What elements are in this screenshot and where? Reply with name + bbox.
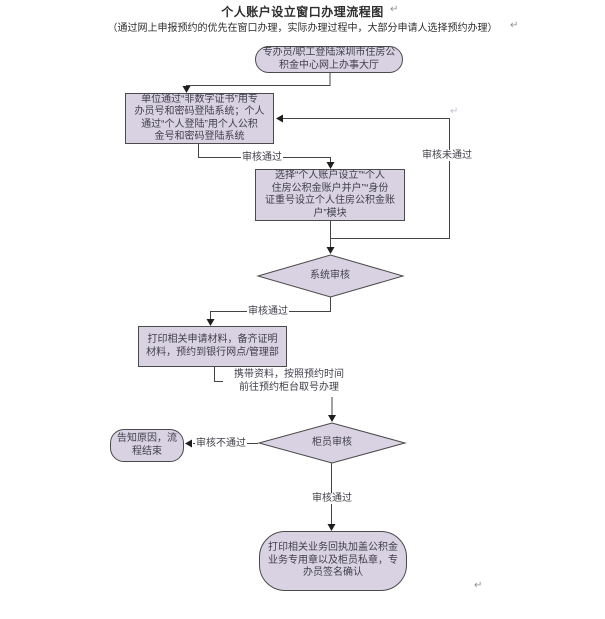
- teller-review-diamond: [257, 422, 407, 464]
- node-system-review-decision: 系统审核: [310, 270, 350, 281]
- edge-label-login-fail: 审核未通过: [421, 150, 473, 161]
- node-print-apply-process: 打印相关申请材料，备齐证明 材料，预约到银行网点/管理部: [138, 326, 287, 367]
- node-end-fail-terminator: 告知原因，流 程结束: [110, 429, 184, 462]
- arrowhead: [185, 439, 192, 448]
- paragraph-mark: ↵: [474, 580, 483, 591]
- edge-label-system-pass: 审核通过: [247, 306, 289, 317]
- arrowhead: [182, 86, 191, 93]
- edge-start-to-login: [186, 73, 331, 88]
- edge-review-fail-loop: [278, 118, 450, 239]
- node-select-module-process: 选择“个人账户设立”“个人 住房公积金账户并户”“身份 证重号设立个人住房公积金…: [255, 169, 405, 221]
- node-start-terminator: 专办员/职工登陆深圳市住房公 积金中心网上办事大厅: [255, 46, 403, 73]
- edge-label-teller-pass: 审核通过: [311, 493, 353, 504]
- node-end-success-terminator: 打印相关业务回执加盖公积金 业务专用章以及柜员私章，专 办员签名确认: [259, 531, 407, 591]
- paragraph-mark: ↵: [450, 106, 459, 117]
- edge-label-teller-fail: 审核不通过: [195, 438, 247, 449]
- page-title: 个人账户设立窗口办理流程图: [221, 5, 384, 19]
- arrowhead: [276, 114, 283, 123]
- system-review-diamond: [256, 254, 405, 298]
- arrowhead: [326, 247, 335, 254]
- edge-print-to-note: [214, 367, 223, 382]
- arrowhead: [326, 162, 335, 169]
- arrowhead: [327, 524, 336, 531]
- node-teller-review-decision: 柜员审核: [312, 437, 352, 448]
- node-login-process: 单位通过“非数字证书”用专 办员号和密码登陆系统；个人 通过“个人登陆”用个人公…: [125, 93, 274, 144]
- page-subtitle: （通过网上申报预约的优先在窗口办理，实际办理过程中，大部分申请人选择预约办理）: [107, 23, 498, 34]
- paragraph-mark: ↵: [510, 20, 519, 31]
- edge-label-login-pass: 审核通过: [241, 152, 283, 163]
- paragraph-mark: ↵: [390, 4, 399, 15]
- arrowhead: [206, 319, 215, 326]
- arrowhead: [328, 415, 336, 422]
- note-bring-materials: 携带资料，按照预约时间 前往预约柜台取号办理: [234, 369, 344, 393]
